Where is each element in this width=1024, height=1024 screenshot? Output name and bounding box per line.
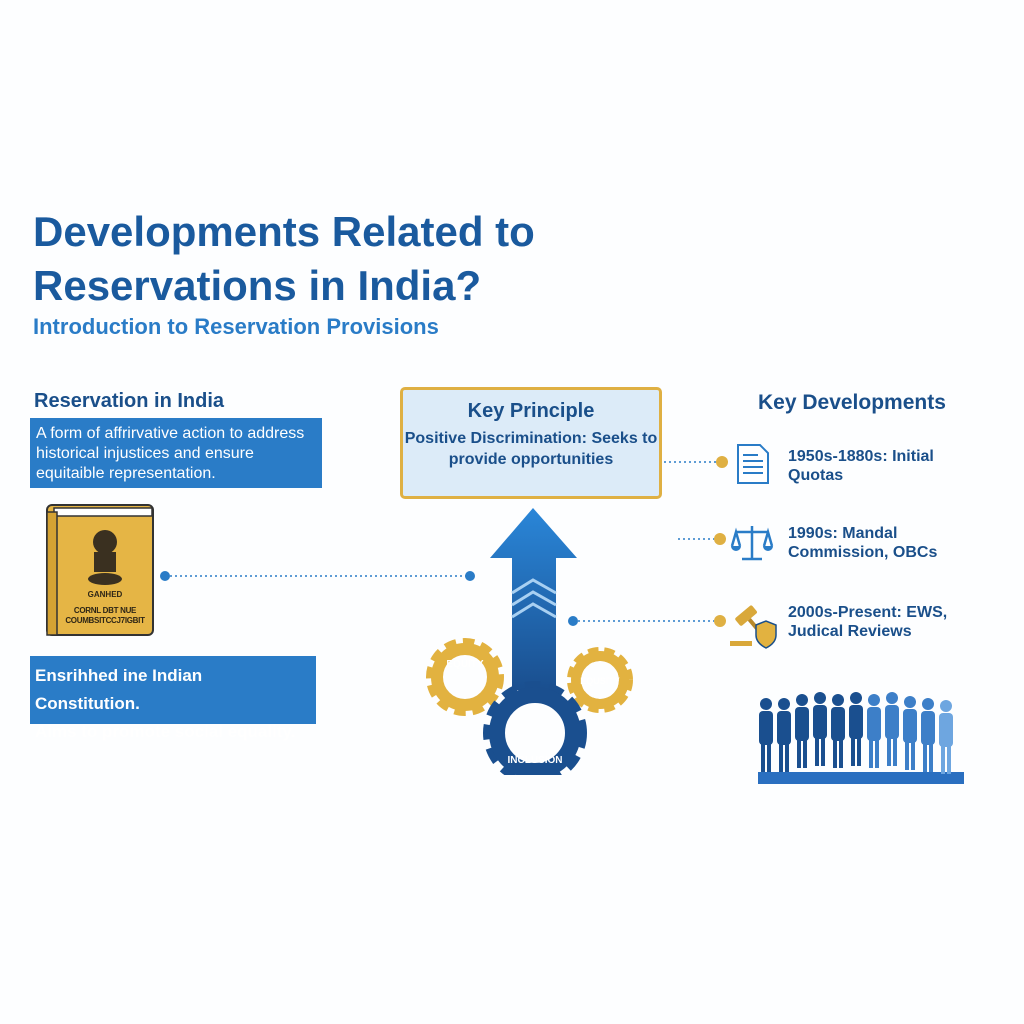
item-3-line1: 2000s-Present: EWS, (788, 604, 948, 621)
gear-inclusion-icon: INCLUSION (483, 681, 587, 775)
document-icon (737, 444, 769, 484)
item-1-line2: Quotas (788, 467, 844, 484)
development-item-2: 1990s: Mandal Commission, OBCs (788, 524, 937, 562)
scales-icon (730, 526, 774, 561)
note-line-1: Ensrihhed ine Indian Constitution. (35, 666, 203, 713)
gear-equity-icon: EQUITY (426, 638, 504, 716)
book-label-2: CORNL DBT NUE COUMBSITCCJ7IGBIT (65, 606, 145, 625)
gear-equality-icon: EQUSITY (567, 647, 633, 713)
note-line-2: Aims to promote social equality. (35, 722, 296, 741)
item-2-line2: Commission, OBCs (788, 544, 938, 561)
book-label-1: GANHED (87, 590, 123, 599)
key-developments-heading: Key Developments (758, 391, 946, 414)
page-subtitle: Introduction to Reservation Provisions (33, 314, 439, 339)
title-line-2: Reservations in India? (33, 262, 482, 309)
item-1-line1: 1950s-1880s: Initial (788, 448, 934, 465)
development-item-3: 2000s-Present: EWS, Judical Reviews (788, 603, 947, 641)
key-principle-body: Positive Discrimination: Seeks to provid… (404, 430, 658, 468)
up-arrow-icon (490, 508, 577, 690)
constitution-book: GANHED CORNL DBT NUE COUMBSITCCJ7IGBIT (44, 502, 156, 638)
gavel-shield-icon (730, 605, 777, 649)
gear-left-label: EQUITY (446, 659, 484, 670)
reservation-heading: Reservation in India (34, 390, 225, 412)
key-principle-box: Key Principle Positive Discrimination: S… (400, 387, 662, 499)
page-title: Developments Related to Reservations in … (33, 205, 535, 313)
reservation-description: A form of affrirvative action to address… (30, 418, 322, 488)
gear-right-label: EQUSITY (580, 676, 620, 686)
people-crowd-icon (758, 692, 964, 784)
development-item-1: 1950s-1880s: Initial Quotas (788, 447, 934, 485)
growth-arrow-gears: EQUITY EQUSITY INCLUSION (426, 508, 633, 775)
item-3-line2: Judical Reviews (788, 623, 912, 640)
constitution-note: Ensrihhed ine Indian Constitution. Aims … (30, 656, 316, 741)
item-2-line1: 1990s: Mandal (788, 525, 898, 542)
title-line-1: Developments Related to (33, 208, 535, 255)
constitution-book-icon (46, 504, 154, 636)
gear-bottom-label: INCLUSION (508, 755, 563, 766)
key-principle-heading: Key Principle (467, 400, 595, 422)
